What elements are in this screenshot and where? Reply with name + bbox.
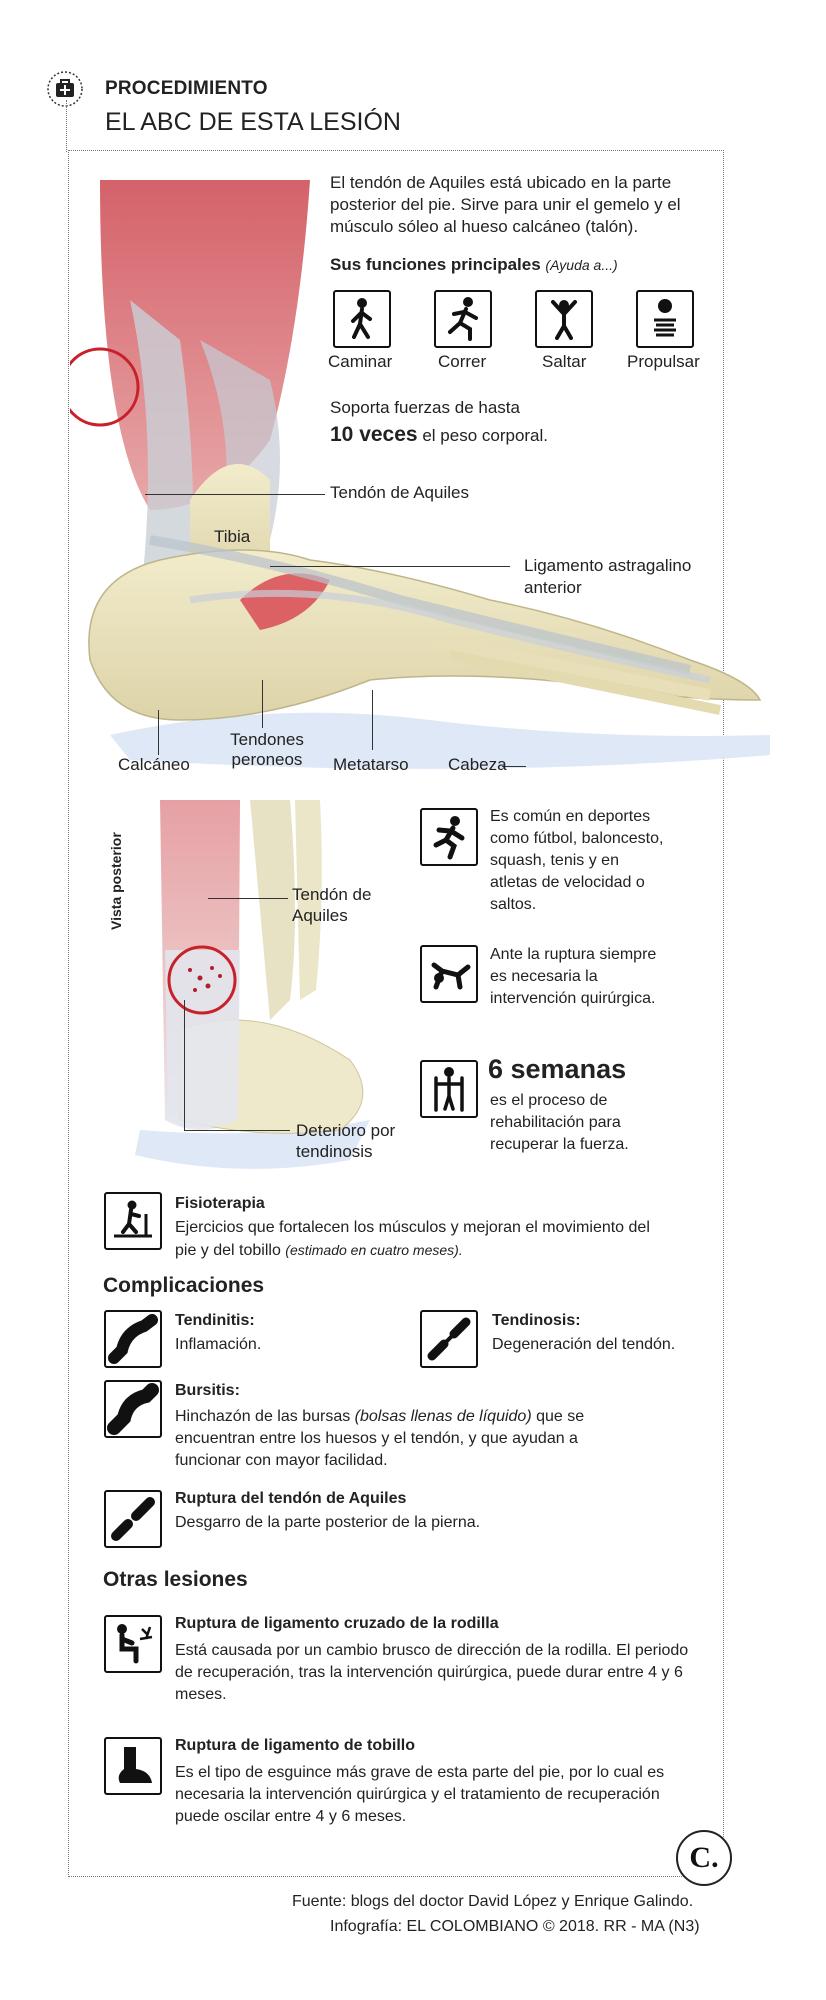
label-tendones: Tendones peroneos: [230, 730, 304, 769]
fact-surgery: Ante la ruptura siempre es necesaria la …: [490, 946, 657, 1007]
leader-metatarso: [372, 690, 373, 750]
force-bold: 10 veces: [330, 423, 418, 446]
knee-injury-icon: [104, 1615, 162, 1673]
physio-body: Ejercicios que fortalecen los músculos y…: [175, 1217, 655, 1262]
fact-headline: 6 semanas: [488, 1054, 627, 1084]
running-icon: [434, 290, 492, 348]
sprinter-icon: [420, 808, 478, 866]
function-label-propel: Propulsar: [627, 352, 700, 371]
knee-injury-title: Ruptura de ligamento cruzado de la rodil…: [175, 1615, 499, 1632]
ankle-injury-text: Es el tipo de esguince más grave de esta…: [175, 1764, 665, 1825]
tendinosis-title: Tendinosis:: [492, 1312, 581, 1329]
leader-cabeza: [502, 766, 526, 767]
force-line1: Soporta fuerzas de hasta: [330, 398, 520, 417]
knee-injury-text: Está causada por un cambio brusco de dir…: [175, 1642, 689, 1703]
physio-note: (estimado en cuatro meses).: [285, 1242, 463, 1258]
header-kicker: PROCEDIMIENTO: [105, 78, 268, 99]
walking-icon: [333, 290, 391, 348]
leader-ligament: [270, 566, 510, 567]
function-label-jump: Saltar: [542, 352, 587, 371]
label-achilles: Tendón de Aquiles: [330, 483, 469, 502]
functions-title: Sus funciones principales: [330, 255, 541, 274]
posterior-label-achilles: Tendón de Aquiles: [292, 885, 372, 925]
spring-icon: [636, 290, 694, 348]
bursitis-text-italic: (bolsas llenas de líquido): [354, 1408, 532, 1425]
crutches-icon: [420, 1060, 478, 1118]
posterior-label-deterioro: Deterioro por tendinosis: [296, 1121, 396, 1161]
page-title: EL ABC DE ESTA LESIÓN: [105, 108, 401, 136]
physio-text: Ejercicios que fortalecen los músculos y…: [175, 1219, 650, 1259]
frame-edge: [66, 100, 71, 152]
label-ligament: Ligamento astragalino anterior: [524, 556, 692, 597]
bursitis-text-pre: Hinchazón de las bursas: [175, 1408, 355, 1425]
rupture-icon: [104, 1490, 162, 1548]
ankle-injury-icon: [104, 1737, 162, 1795]
function-label-walk: Caminar: [328, 352, 393, 371]
function-label-run: Correr: [438, 352, 487, 371]
ankle-injury-title: Ruptura de ligamento de tobillo: [175, 1737, 415, 1754]
intro-description: El tendón de Aquiles está ubicado en la …: [330, 173, 681, 236]
other-injuries-title: Otras lesiones: [103, 1568, 248, 1591]
physio-title: Fisioterapia: [175, 1195, 265, 1212]
bursitis-text-post: que se encuentran entre los huesos y el …: [175, 1408, 585, 1469]
injured-person-icon: [420, 945, 478, 1003]
functions-heading: Sus funciones principales (Ayuda a...): [330, 255, 618, 275]
label-tibia: Tibia: [214, 527, 251, 546]
rupture-title: Ruptura del tendón de Aquiles: [175, 1490, 407, 1507]
leader-calcaneo: [158, 710, 159, 755]
functions-note: (Ayuda a...): [545, 257, 618, 273]
bursitis-title: Bursitis:: [175, 1382, 240, 1399]
leader-deterioro: [184, 1000, 185, 1130]
leader-deterioro-h: [184, 1130, 290, 1131]
credit-note: Infografía: EL COLOMBIANO © 2018. RR - M…: [330, 1918, 700, 1935]
label-metatarso: Metatarso: [333, 755, 409, 774]
treadmill-icon: [104, 1192, 162, 1250]
jumping-icon: [535, 290, 593, 348]
posterior-view-illustration: [135, 800, 370, 1169]
bursitis-body: Hinchazón de las bursas (bolsas llenas d…: [175, 1406, 645, 1472]
fact-rehab: es el proceso de rehabilitación para rec…: [490, 1092, 629, 1153]
bursitis-icon: [104, 1380, 162, 1438]
tendinosis-icon: [420, 1310, 478, 1368]
el-colombiano-logo: C.: [676, 1830, 732, 1886]
force-rest: el peso corporal.: [422, 426, 549, 445]
tendinitis-icon: [104, 1310, 162, 1368]
leader-tendones: [262, 680, 263, 728]
label-cabeza: Cabeza: [448, 755, 507, 774]
leader-posterior-achilles: [208, 898, 288, 899]
content-frame: [68, 150, 724, 1877]
header-icon: [46, 70, 84, 108]
fact-sports: Es común en deportes como fútbol, balonc…: [490, 808, 664, 913]
logo-letter: C.: [689, 1841, 719, 1874]
label-calcaneo: Calcáneo: [118, 755, 190, 774]
rupture-text: Desgarro de la parte posterior de la pie…: [175, 1514, 481, 1531]
tendinosis-text: Degeneración del tendón.: [492, 1336, 676, 1353]
complications-title: Complicaciones: [103, 1274, 265, 1297]
source-note: Fuente: blogs del doctor David López y E…: [292, 1893, 694, 1910]
foot-side-illustration: [70, 180, 770, 769]
leader-achilles: [145, 494, 325, 495]
force-line2: 10 veces el peso corporal.: [330, 423, 548, 447]
tendinitis-text: Inflamación.: [175, 1336, 262, 1353]
tendinitis-title: Tendinitis:: [175, 1312, 255, 1329]
